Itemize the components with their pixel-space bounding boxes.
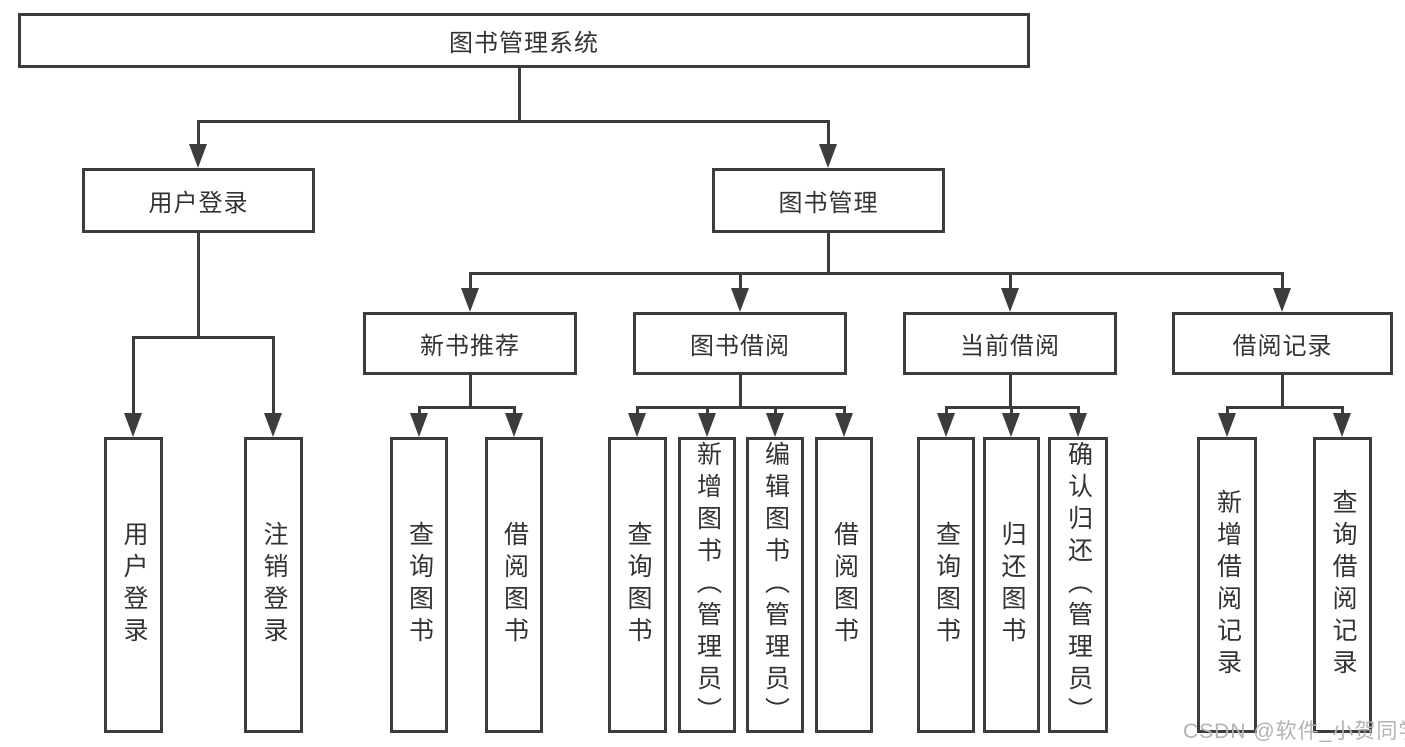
connector-root-left-stem: [197, 120, 200, 148]
arrowhead-down-icon: [505, 413, 523, 437]
leaf-query-borrow-record: 查询借阅记录: [1313, 437, 1372, 733]
arrowhead-down-icon: [189, 144, 207, 168]
connector-current-stem-2: [1010, 406, 1013, 416]
leaf-add-borrow-record: 新增借阅记录: [1197, 437, 1257, 733]
connector-book-mgmt-trunk: [827, 233, 830, 275]
leaf-query-books-borrowing: 查询图书: [608, 437, 667, 733]
node-borrowing-records: 借阅记录: [1172, 312, 1393, 375]
arrowhead-down-icon: [264, 413, 282, 437]
leaf-edit-books-admin: 编辑图书（管理员）: [746, 437, 804, 733]
connector-root-right-stem: [827, 120, 830, 148]
connector-root-trunk: [518, 68, 521, 120]
arrowhead-down-icon: [628, 413, 646, 437]
connector-records-bar: [1226, 406, 1344, 409]
leaf-return-books: 归还图书: [983, 437, 1040, 733]
connector-borrowing-stem-1: [636, 406, 639, 416]
arrowhead-down-icon: [410, 413, 428, 437]
csdn-watermark: CSDN @软件_小贺同学: [1183, 720, 1405, 743]
arrowhead-down-icon: [819, 144, 837, 168]
node-user-login: 用户登录: [82, 168, 315, 233]
arrowhead-down-icon: [937, 413, 955, 437]
connector-borrowing-stem-4: [843, 406, 846, 416]
connector-records-trunk: [1281, 375, 1284, 408]
leaf-query-books-current: 查询图书: [917, 437, 975, 733]
connector-current-trunk: [1009, 375, 1012, 408]
connector-book-mgmt-stem-4: [1281, 272, 1284, 290]
arrowhead-down-icon: [1273, 288, 1291, 312]
connector-current-stem-3: [1077, 406, 1080, 416]
leaf-query-books-recommend: 查询图书: [390, 437, 448, 733]
connector-new-book-stem-1: [418, 406, 421, 416]
connector-borrowing-bar: [636, 406, 846, 409]
leaf-borrow-books-recommend: 借阅图书: [485, 437, 543, 733]
arrowhead-down-icon: [835, 413, 853, 437]
leaf-user-login: 用户登录: [104, 437, 163, 733]
leaf-add-books-admin: 新增图书（管理员）: [678, 437, 736, 733]
leaf-borrow-books: 借阅图书: [815, 437, 873, 733]
arrowhead-down-icon: [1002, 413, 1020, 437]
node-library-management-system: 图书管理系统: [18, 13, 1030, 68]
connector-new-book-stem-2: [513, 406, 516, 416]
connector-user-login-trunk: [197, 233, 200, 336]
connector-user-login-stem-1: [132, 336, 135, 415]
connector-current-stem-1: [945, 406, 948, 416]
leaf-confirm-return-admin: 确认归还（管理员）: [1048, 437, 1108, 733]
connector-new-book-trunk: [469, 375, 472, 408]
connector-book-mgmt-bar: [469, 272, 1284, 275]
connector-book-mgmt-stem-1: [469, 272, 472, 290]
connector-root-bar: [197, 120, 830, 123]
connector-user-login-stem-2: [272, 336, 275, 415]
arrowhead-down-icon: [124, 413, 142, 437]
arrowhead-down-icon: [461, 288, 479, 312]
arrowhead-down-icon: [1218, 413, 1236, 437]
arrowhead-down-icon: [1001, 288, 1019, 312]
arrowhead-down-icon: [766, 413, 784, 437]
connector-book-mgmt-stem-2: [739, 272, 742, 290]
connector-borrowing-trunk: [739, 375, 742, 408]
leaf-logout: 注销登录: [244, 437, 303, 733]
connector-records-stem-2: [1341, 406, 1344, 416]
node-new-book-recommendation: 新书推荐: [363, 312, 577, 375]
connector-borrowing-stem-2: [706, 406, 709, 416]
connector-user-login-bar: [132, 336, 275, 339]
arrowhead-down-icon: [1333, 413, 1351, 437]
arrowhead-down-icon: [698, 413, 716, 437]
connector-book-mgmt-stem-3: [1009, 272, 1012, 290]
connector-new-book-bar: [418, 406, 516, 409]
arrowhead-down-icon: [731, 288, 749, 312]
connector-records-stem-1: [1226, 406, 1229, 416]
connector-borrowing-stem-3: [774, 406, 777, 416]
arrowhead-down-icon: [1069, 413, 1087, 437]
node-book-management: 图书管理: [712, 168, 945, 233]
node-current-borrowing: 当前借阅: [903, 312, 1117, 375]
node-book-borrowing: 图书借阅: [633, 312, 847, 375]
